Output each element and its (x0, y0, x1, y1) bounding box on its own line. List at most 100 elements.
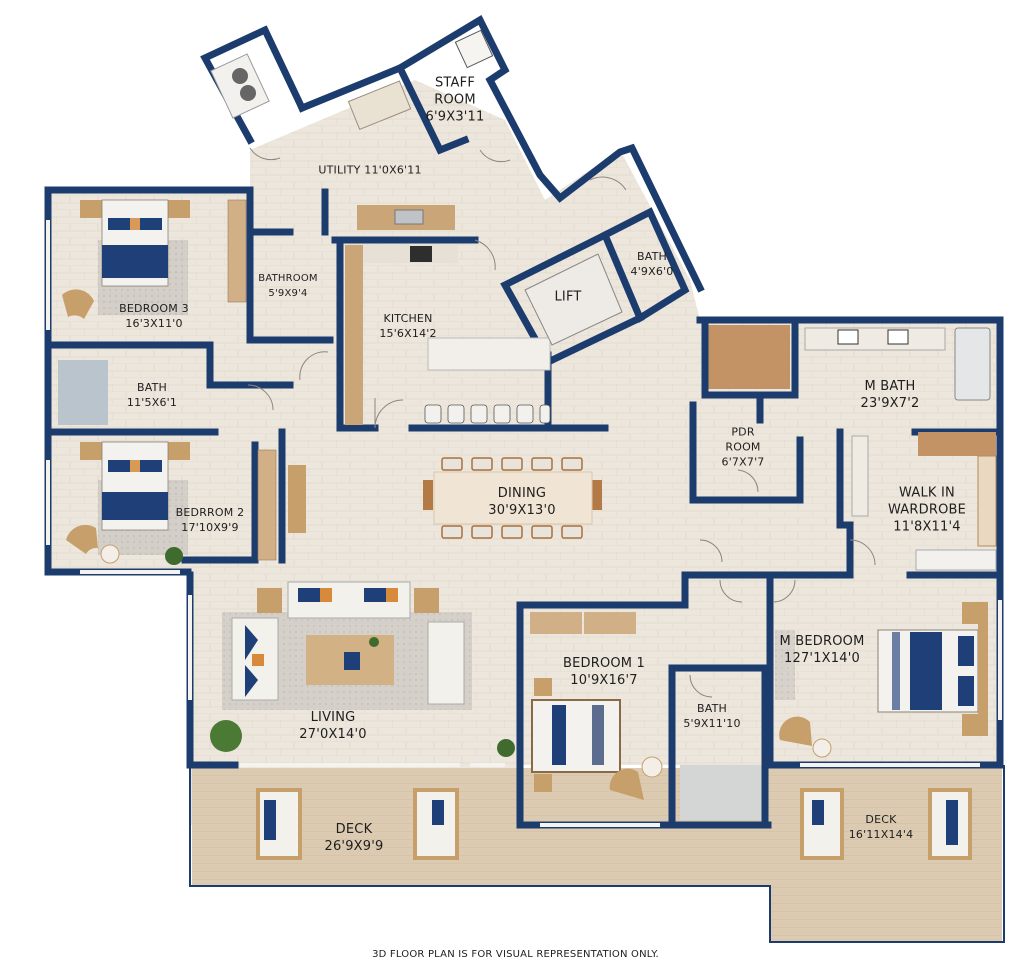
door-swings (247, 147, 876, 698)
room-dimensions: 5'9X11'10 (683, 717, 741, 730)
room-name: BATH (696, 702, 727, 715)
room-dimensions: 17'10X9'9 (181, 521, 239, 534)
room-label-bedroom-2: BEDRROM 2 17'10X9'9 (176, 505, 245, 535)
room-label-walk-in-wardrobe: WALK IN WARDROBE 11'8X11'4 (888, 485, 966, 536)
utility-counter (347, 80, 412, 131)
staff-bed (454, 29, 494, 69)
tv-console (288, 465, 306, 533)
wardrobe-shelf-top (918, 432, 996, 456)
kitchen-counter-l (345, 245, 363, 425)
room-name: BEDRROM 2 (175, 506, 245, 519)
living-set (231, 581, 465, 705)
room-dimensions: 5'9X9'4 (268, 288, 308, 299)
bed-bedroom-1 (530, 612, 636, 792)
room-label-m-bath: M BATH 23'9X7'2 (860, 378, 919, 412)
room-dimensions: 16'11X14'4 (848, 828, 914, 841)
room-dimensions: 11'8X11'4 (893, 519, 961, 535)
armchair-bedroom-2 (66, 524, 98, 554)
windows (46, 220, 1002, 827)
room-label-deck-west: DECK 26'9X9'9 (324, 821, 383, 855)
kitchen-island (427, 337, 551, 371)
washer-drum-icon (232, 68, 248, 84)
side-table-master (812, 738, 832, 758)
kitchen-sink (394, 209, 424, 225)
washer-dryer (210, 53, 270, 119)
room-name: DINING (497, 486, 547, 501)
disclaimer-footnote: 3D FLOOR PLAN IS FOR VISUAL REPRESENTATI… (372, 949, 659, 960)
room-label-bath-staff: BATH 4'9X6'0 (631, 249, 674, 279)
plant-bedroom-2 (165, 547, 183, 565)
armchair-bedroom-1 (609, 768, 644, 800)
wardrobe-shelf-side (977, 455, 997, 547)
dryer-drum-icon (240, 85, 256, 101)
room-name: M BATH (864, 379, 916, 394)
room-name: WARDROBE (887, 502, 967, 518)
room-label-staff-room: STAFF ROOM 6'9X3'11 (425, 75, 484, 126)
room-label-lift: LIFT (554, 289, 581, 306)
room-label-bath-bedroom-1: BATH 5'9X11'10 (683, 701, 740, 731)
sink-2 (887, 329, 909, 345)
room-name: BATH (136, 381, 167, 394)
room-label-m-bedroom: M BEDROOM 127'1X14'0 (779, 633, 864, 667)
room-name: STAFF (434, 75, 476, 91)
room-name: LIFT (554, 289, 582, 305)
room-name: PDR (731, 425, 755, 439)
room-name: M BEDROOM (779, 634, 865, 649)
room-name: BATH (636, 250, 668, 263)
bed-bedroom-3 (80, 199, 190, 287)
room-dimensions: 30'9X13'0 (488, 503, 556, 518)
bathtub (954, 327, 991, 401)
plant-living-2 (497, 739, 515, 757)
armchair-bedroom-3 (62, 289, 94, 319)
room-name: ROOM (725, 440, 761, 454)
armchair-master (779, 716, 812, 746)
room-label-deck-east: DECK 16'11X14'4 (849, 812, 914, 842)
room-dimensions: 23'9X7'2 (860, 396, 920, 411)
room-dimensions: 4'9X6'0 (630, 265, 674, 278)
wardrobe-bedroom-2 (257, 449, 277, 561)
room-label-living: LIVING 27'0X14'0 (299, 709, 366, 743)
room-dimensions: 127'1X14'0 (784, 651, 860, 666)
room-name: DECK (335, 822, 373, 837)
room-name: BEDROOM 1 (562, 656, 646, 671)
room-label-utility: UTILITY 11'0X6'11 (318, 163, 421, 178)
room-label-bathroom: BATHROOM 5'9X9'4 (258, 271, 317, 301)
room-dimensions: 27'0X14'0 (299, 727, 367, 742)
bed-bedroom-2 (80, 441, 190, 531)
lift-car (524, 253, 623, 346)
side-table-bedroom-1 (641, 756, 663, 778)
room-dimensions: 6'7X7'7 (721, 455, 765, 469)
side-table-bedroom-2 (100, 544, 120, 564)
room-dimensions: 6'9X3'11 (425, 109, 485, 125)
room-name: DECK (865, 813, 897, 826)
room-name: UTILITY 11'0X6'11 (318, 163, 422, 177)
bed-master (877, 602, 988, 736)
room-name: KITCHEN (383, 312, 433, 325)
room-dimensions: 16'3X11'0 (125, 317, 183, 330)
deck-floor (192, 768, 1002, 942)
room-name: WALK IN (899, 485, 955, 501)
room-name: LIVING (310, 710, 356, 725)
dining-set (423, 457, 602, 539)
room-label-dining: DINING 30'9X13'0 (488, 485, 555, 519)
room-label-kitchen: KITCHEN 15'6X14'2 (379, 311, 436, 341)
deck-loungers (256, 788, 972, 860)
room-name: ROOM (434, 92, 476, 108)
vanity-master (804, 327, 946, 351)
room-dimensions: 10'9X16'7 (570, 673, 638, 688)
wardrobe-shelf-mid (851, 435, 869, 517)
room-label-bath-bedroom-3: BATH 11'5X6'1 (127, 380, 177, 410)
room-label-pdr-room: PDR ROOM 6'7X7'7 (722, 425, 765, 470)
plant-living (210, 720, 242, 752)
wardrobe-bench (915, 549, 997, 571)
room-dimensions: 26'9X9'9 (324, 839, 384, 854)
sink-1 (837, 329, 859, 345)
room-dimensions: 15'6X14'2 (379, 327, 437, 340)
room-dimensions: 11'5X6'1 (126, 396, 178, 409)
cooktop (410, 246, 432, 262)
room-label-bedroom-3: BEDROOM 3 16'3X11'0 (119, 301, 189, 331)
wardrobe-bedroom-3 (227, 199, 247, 303)
bar-stools (424, 404, 551, 424)
room-name: BATHROOM (258, 273, 318, 284)
